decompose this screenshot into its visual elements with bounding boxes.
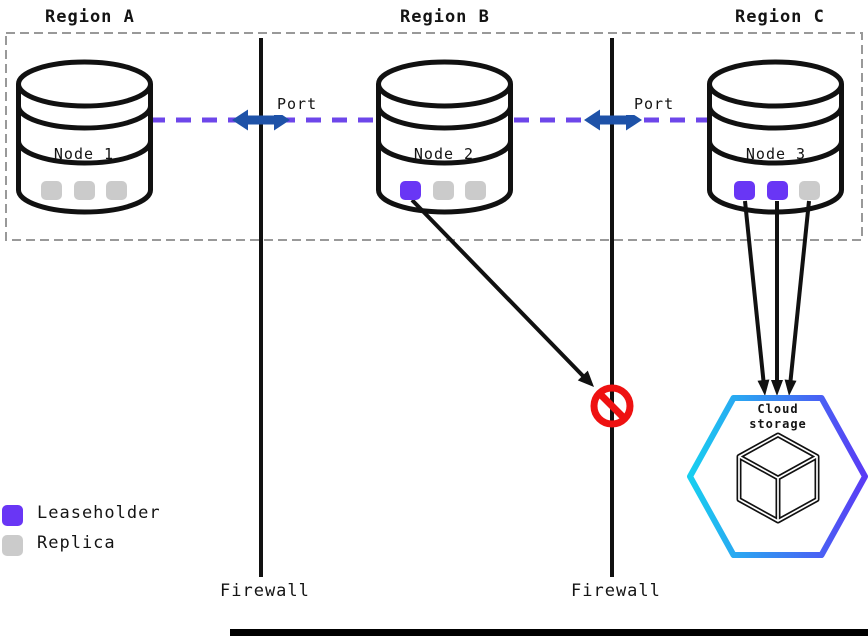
port-1-label: Port [268,93,327,115]
replica-slot [433,181,454,200]
node-1-slots [41,181,127,200]
legend-leaseholder-label: Leaseholder [28,501,170,525]
replica-slot [74,181,95,200]
blocked-slash [596,390,628,422]
arrow-shaft [410,198,586,379]
arrow-shaft [788,200,811,382]
node-2-cylinder [376,59,513,215]
arrowhead [577,370,594,387]
firewall-2-label: Firewall [559,577,673,605]
cylinder-band [707,140,844,166]
legend-replica-label: Replica [28,531,125,555]
arrowhead [784,379,797,396]
region-a-label: Region A [33,4,147,30]
region-c-label: Region C [723,4,837,30]
cylinder-top [707,59,844,109]
cube-icon [736,432,820,524]
cylinder-body [376,84,513,215]
legend-replica-swatch [2,535,23,556]
node-1-cylinder [16,59,153,215]
blocked-icon [590,384,634,428]
leaseholder-slot [400,181,421,200]
cylinder-body [16,84,153,215]
leaseholder-slot [734,181,755,200]
cylinder-band [16,140,153,166]
node-3-label: Node 3 [745,145,807,163]
node-3-cylinder [707,59,844,215]
cloud-storage-label-line2: storage [749,417,807,431]
cloud-storage-label-line1: Cloud [757,402,799,416]
blocked-circle [590,384,634,428]
replica-slot [106,181,127,200]
cylinder-band [376,105,513,131]
cylinder-band [376,140,513,166]
replica-slot [799,181,820,200]
replica-slot [465,181,486,200]
bottom-bar [230,629,868,636]
cylinder-band [707,105,844,131]
arrowhead [771,380,783,396]
cylinder-top [376,59,513,109]
arrow-shaft [743,200,766,382]
replica-slot [41,181,62,200]
node-2-label: Node 2 [413,145,475,163]
blocked-replication-arrow [410,198,594,387]
legend-leaseholder-swatch [2,505,23,526]
node-2-slots [400,181,486,200]
cloud-storage-label: Cloud storage [749,402,807,432]
firewall-1-label: Firewall [208,577,322,605]
leaseholder-slot [767,181,788,200]
node-3-slots [734,181,820,200]
cylinder-band [16,105,153,131]
node-1-label: Node 1 [53,145,115,163]
arrowhead [757,379,770,396]
port-2-label: Port [625,93,684,115]
cloud-replication-arrows [743,200,811,396]
regions-boundary-box [5,32,863,241]
cylinder-top [16,59,153,109]
region-b-label: Region B [388,4,502,30]
